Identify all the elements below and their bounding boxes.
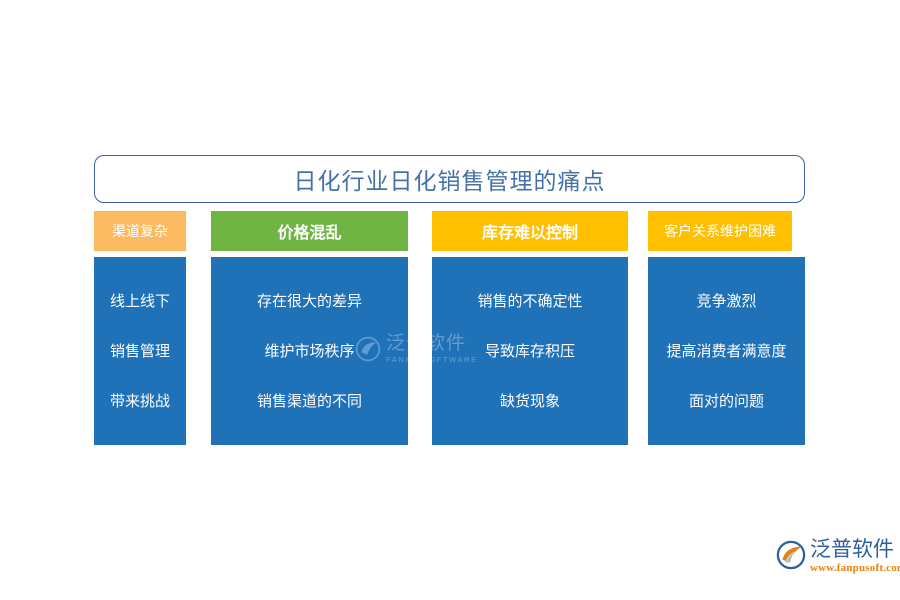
column-header-4[interactable]: 客户关系维护困难 (648, 211, 792, 251)
corporate-logo: 泛普软件 www.fanpusoft.com (776, 538, 900, 586)
column-1-line-1: 线上线下 (109, 291, 170, 310)
column-body-3: 销售的不确定性 导致库存积压 缺货现象 (432, 257, 628, 445)
column-header-1[interactable]: 渠道复杂 (94, 211, 186, 251)
column-4-line-2: 提高消费者满意度 (666, 341, 787, 360)
column-body-1: 线上线下 销售管理 带来挑战 (94, 257, 186, 445)
column-3-line-2: 导致库存积压 (484, 341, 575, 360)
column-body-4: 竞争激烈 提高消费者满意度 面对的问题 (648, 257, 805, 445)
fanpu-logo-icon (776, 540, 806, 570)
page-title: 日化行业日化销售管理的痛点 (293, 169, 606, 195)
logo-website-url: www.fanpusoft.com (810, 562, 900, 575)
title-box: 日化行业日化销售管理的痛点 (94, 155, 805, 203)
column-header-2[interactable]: 价格混乱 (211, 211, 408, 251)
logo-text: 泛普软件 www.fanpusoft.com (810, 538, 900, 574)
column-header-3[interactable]: 库存难以控制 (432, 211, 628, 251)
column-4-line-1: 竞争激烈 (696, 291, 757, 310)
column-2-line-3: 销售渠道的不同 (256, 391, 362, 410)
column-3-line-1: 销售的不确定性 (477, 291, 583, 310)
column-body-2: 存在很大的差异 维护市场秩序 销售渠道的不同 (211, 257, 408, 445)
column-2-line-2: 维护市场秩序 (264, 341, 355, 360)
column-1-line-2: 销售管理 (109, 341, 170, 360)
column-1-line-3: 带来挑战 (109, 391, 170, 410)
logo-brand-cn: 泛普软件 (810, 537, 894, 561)
column-2-line-1: 存在很大的差异 (256, 291, 362, 310)
column-3-line-3: 缺货现象 (499, 391, 560, 410)
column-4-line-3: 面对的问题 (688, 391, 764, 410)
